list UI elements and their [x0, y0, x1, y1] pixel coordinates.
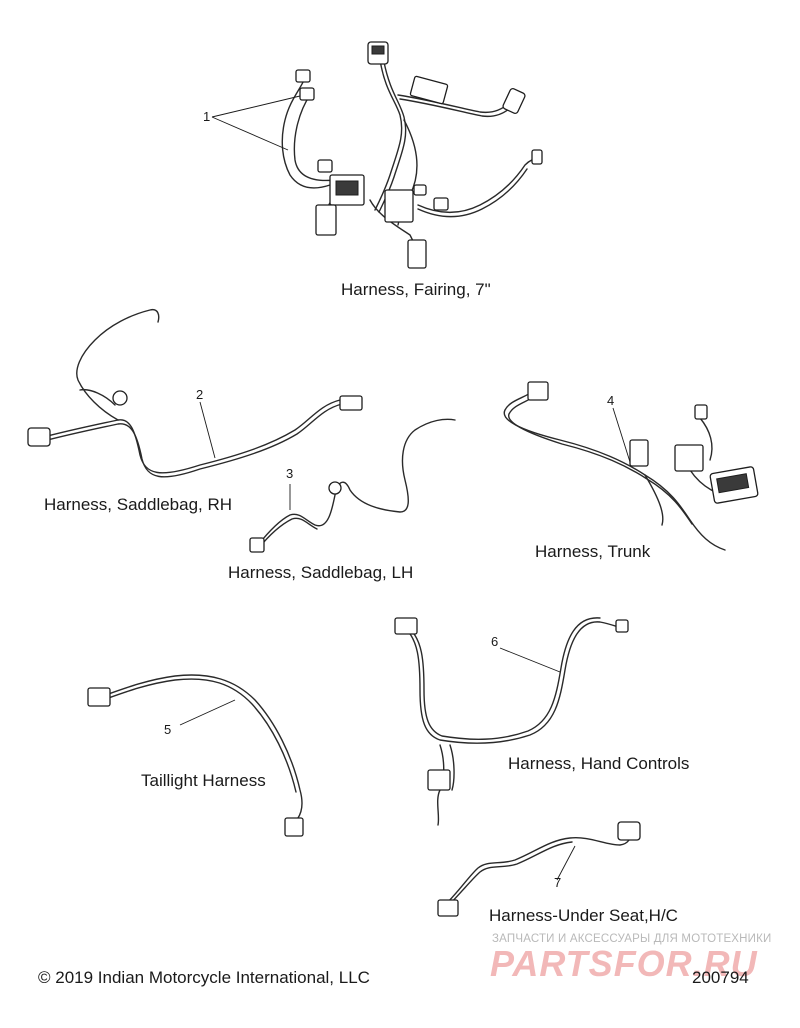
- harness-saddlebag-lh-drawing: [249, 418, 456, 553]
- harness-saddlebag-rh-drawing: [27, 308, 363, 478]
- part-number-6: 6: [491, 634, 499, 649]
- part-number-7: 7: [554, 875, 562, 890]
- part-number-3: 3: [286, 466, 294, 481]
- part-label-2: Harness, Saddlebag, RH: [44, 495, 233, 514]
- harness-fairing-drawing: [211, 41, 543, 269]
- watermark-brand: PARTSFOR.RU: [490, 943, 758, 984]
- diagram-id: 200794: [692, 968, 749, 987]
- part-label-6: Harness, Hand Controls: [508, 754, 690, 773]
- part-number-5: 5: [164, 722, 172, 737]
- part-label-1: Harness, Fairing, 7": [341, 280, 491, 299]
- part-number-4: 4: [607, 393, 615, 408]
- part-label-7: Harness-Under Seat,H/C: [489, 906, 678, 925]
- copyright-text: © 2019 Indian Motorcycle International, …: [38, 968, 370, 987]
- harness-trunk-drawing: [503, 381, 759, 551]
- harness-hand-controls-drawing: [394, 617, 629, 826]
- harness-under-seat-drawing: [437, 821, 641, 917]
- part-number-1: 1: [203, 109, 211, 124]
- part-label-5: Taillight Harness: [141, 771, 266, 790]
- part-label-3: Harness, Saddlebag, LH: [228, 563, 414, 582]
- part-number-2: 2: [196, 387, 204, 402]
- part-label-4: Harness, Trunk: [535, 542, 651, 561]
- watermark-logo: PARTSFOR.RU: [490, 943, 758, 984]
- harness-taillight-drawing: [87, 674, 304, 837]
- watermark-subtitle: ЗАПЧАСТИ И АКСЕССУАРЫ ДЛЯ МОТОТЕХНИКИ: [492, 933, 772, 945]
